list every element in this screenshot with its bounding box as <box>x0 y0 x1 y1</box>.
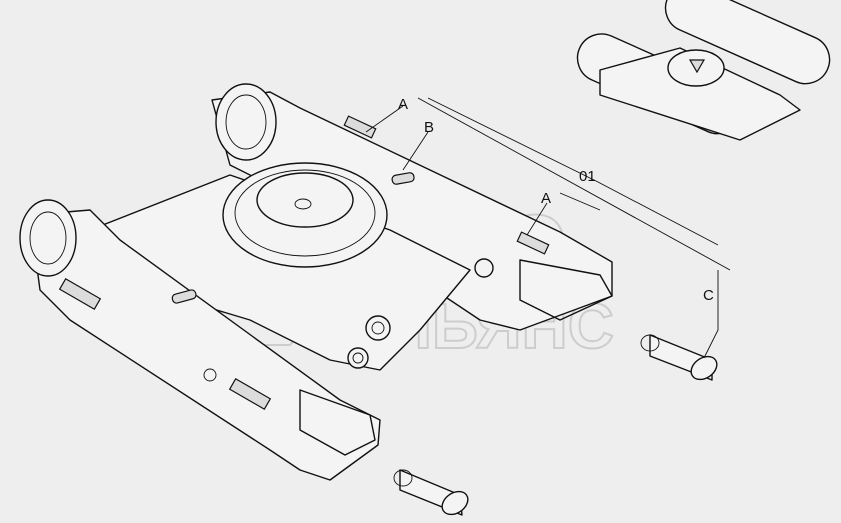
leader-a-lower <box>526 202 548 236</box>
label-b: B <box>424 119 434 136</box>
lower-idler-ring <box>19 199 77 277</box>
pin-c-lower <box>393 469 469 516</box>
label-c: C <box>703 287 714 304</box>
thumb-frame <box>599 47 801 141</box>
callout-lines <box>365 97 731 359</box>
pin-c-upper <box>640 334 718 381</box>
thumb-track-upper <box>664 0 831 85</box>
label-a-upper: A <box>398 96 408 113</box>
label-01: 01 <box>579 168 596 185</box>
mount-boss-1 <box>365 315 391 341</box>
leader-a-upper <box>365 105 404 133</box>
lower-side-member <box>29 209 381 481</box>
leader-b <box>402 131 429 171</box>
lower-motor-bracket <box>299 389 376 456</box>
mount-boss-2 <box>347 347 369 369</box>
leader-c <box>703 270 719 359</box>
label-a-lower: A <box>541 190 551 207</box>
upper-motor-bracket <box>519 259 613 321</box>
bearing-cap <box>256 172 354 228</box>
leader-01 <box>427 97 719 246</box>
upper-idler-ring <box>215 83 277 161</box>
overview-thumbnail <box>576 0 831 141</box>
slot-b <box>391 172 415 185</box>
track-frame <box>19 83 613 481</box>
